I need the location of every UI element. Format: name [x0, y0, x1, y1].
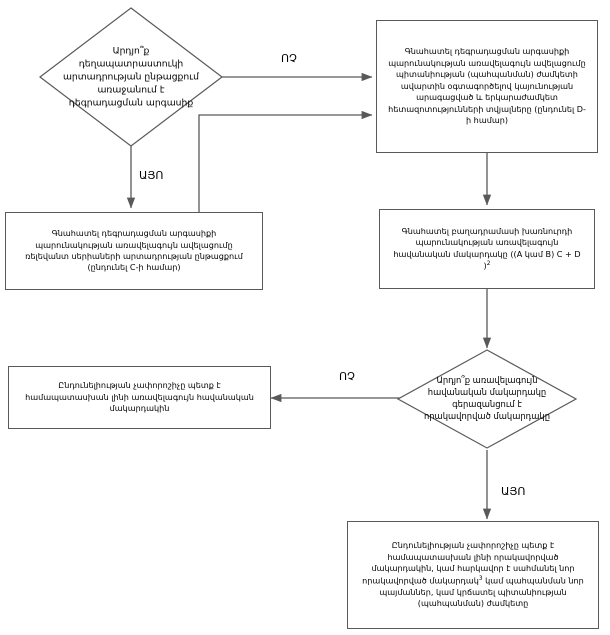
box-result-qualified[interactable]: Ընդունելիության չափորոշիչը պետք է համապա…	[347, 521, 599, 629]
edge-label-formation-yes: ԱՅՈ	[139, 169, 164, 182]
box-estimate-max-level[interactable]: Գնահատել բաղադրամասի խառնուրդի պարունակո…	[379, 209, 595, 289]
edge-label-exceeds-no: ՈՉ	[339, 370, 355, 383]
box-result-qualified-text-1: Ընդունելիության չափորոշիչը պետք է համապա…	[362, 540, 575, 586]
diamond-shape-2	[396, 349, 578, 449]
edge-label-formation-no: ՈՉ	[281, 52, 297, 65]
diamond-shape	[39, 7, 223, 147]
box-estimate-shelf-life[interactable]: Գնահատել դեգրադացման արգասիքի պարունակու…	[376, 20, 598, 153]
box-estimate-manufacture-label: Գնահատել դեգրադացման արգասիքի պարունակու…	[25, 228, 243, 273]
box-estimate-max-level-superscript: 2	[486, 261, 491, 268]
box-estimate-max-level-label: Գնահատել բաղադրամասի խառնուրդի պարունակո…	[390, 226, 584, 273]
box-result-match-max-label: Ընդունելիության չափորոշիչը պետք է համապա…	[25, 380, 254, 414]
box-result-match-max[interactable]: Ընդունելիության չափորոշիչը պետք է համապա…	[8, 366, 271, 429]
box-estimate-shelf-life-label: Գնահատել դեգրադացման արգասիքի պարունակու…	[388, 46, 586, 126]
box-estimate-max-level-text: Գնահատել բաղադրամասի խառնուրդի պարունակո…	[393, 225, 581, 271]
decision-formation-label: Արդյո՞ք դեղապատրաստուկի արտադրության ընթ…	[62, 45, 200, 109]
box-estimate-manufacture[interactable]: Գնահատել դեգրադացման արգասիքի պարունակու…	[5, 212, 263, 290]
decision-exceeds-label: Արդյո՞ք առավելագույն հավանական մակարդակը…	[423, 375, 551, 421]
edge-manufacture-to-shelf	[198, 110, 373, 212]
decision-formation[interactable]: Արդյո՞ք դեղապատրաստուկի արտադրության ընթ…	[38, 6, 224, 148]
box-result-qualified-text-2: կամ պահպանման նոր պայմաններ, կամ կրճատել…	[379, 575, 584, 609]
box-result-qualified-superscript: 3	[478, 575, 483, 582]
edge-label-exceeds-yes: ԱՅՈ	[501, 485, 526, 498]
box-result-qualified-label: Ընդունելիության չափորոշիչը պետք է համապա…	[358, 540, 588, 610]
decision-exceeds[interactable]: Արդյո՞ք առավելագույն հավանական մակարդակը…	[396, 348, 578, 450]
